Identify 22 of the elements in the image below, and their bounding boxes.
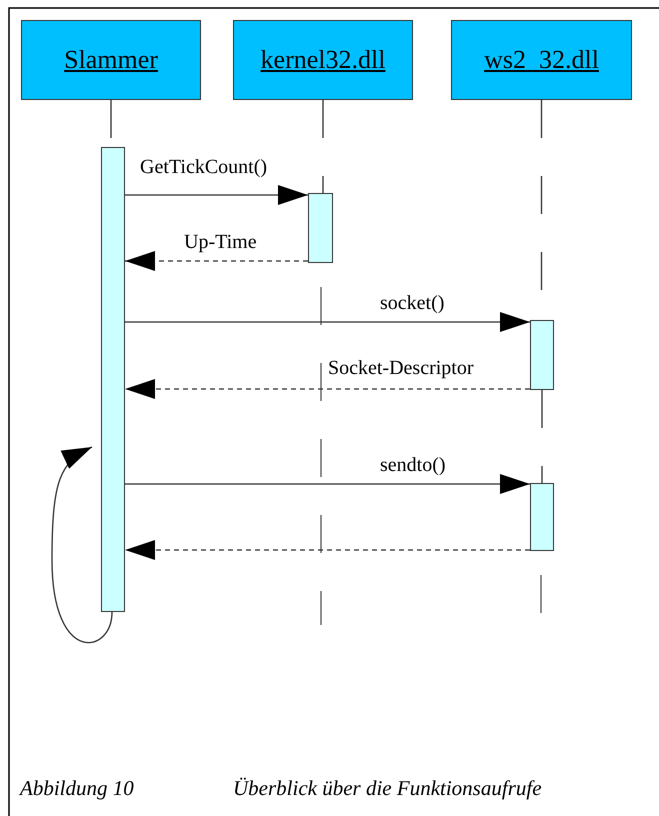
- arrow: [51, 446, 113, 644]
- activation-bar: [530, 483, 554, 551]
- arrow: [125, 185, 308, 205]
- lifeline-header: kernel32.dll: [233, 20, 413, 100]
- edge-label: socket(): [378, 292, 446, 314]
- lifeline-header: ws2_32.dll: [451, 20, 632, 100]
- activation-bar: [101, 147, 125, 612]
- edge-label: sendto(): [378, 454, 448, 476]
- figure-number: Abbildung 10: [20, 776, 134, 801]
- lifeline: [322, 100, 324, 193]
- arrow: [125, 251, 308, 271]
- edge-label: GetTickCount(): [138, 156, 270, 178]
- arrow: [125, 379, 530, 399]
- arrow: [125, 312, 530, 332]
- edge-label: Socket-Descriptor: [326, 357, 476, 379]
- lifeline-header: Slammer: [21, 20, 201, 100]
- lifeline: [541, 390, 543, 483]
- activation-bar: [530, 320, 554, 390]
- arrow: [125, 474, 530, 494]
- activation-bar: [308, 193, 333, 263]
- arrow: [125, 540, 530, 560]
- figure-caption: Überblick über die Funktionsaufrufe: [233, 776, 542, 801]
